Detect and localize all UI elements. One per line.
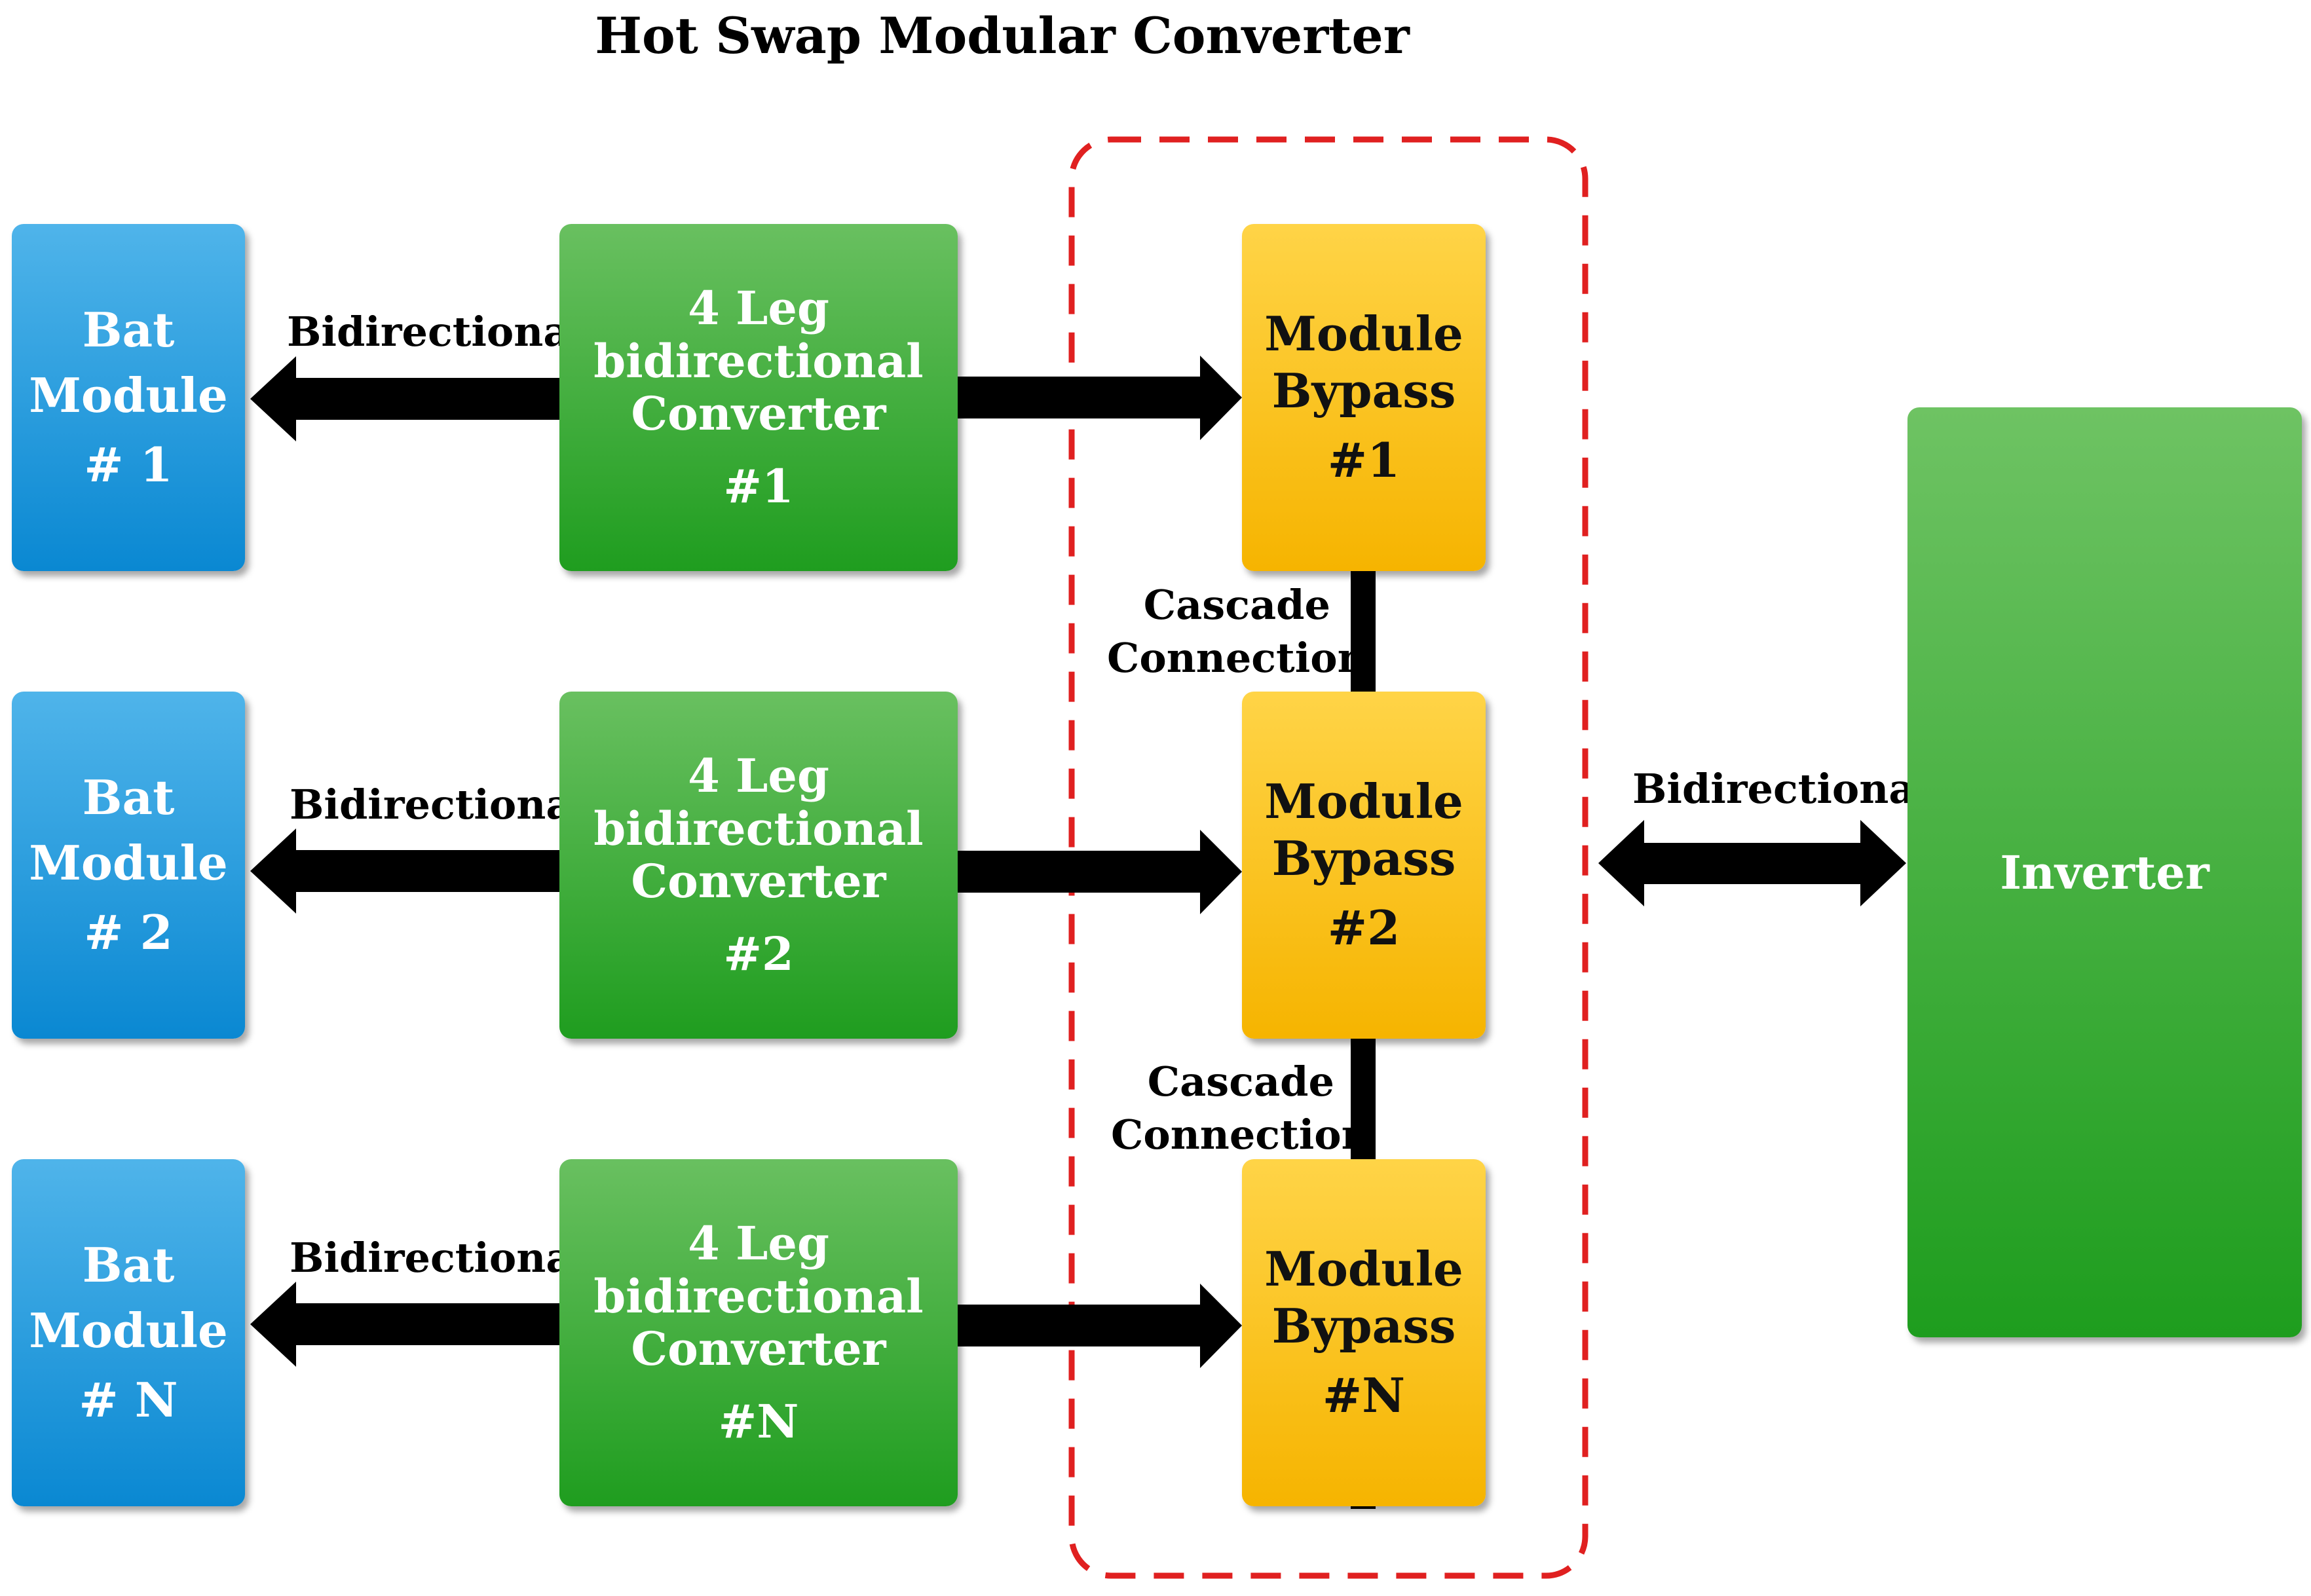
- inverter-label: Inverter: [2000, 845, 2209, 900]
- arrow-converter-to-battery-n: [250, 1282, 560, 1367]
- cascade-label-line1: Cascade: [1147, 1058, 1334, 1105]
- cascade-label-line2: Connection: [1107, 633, 1367, 682]
- arrow-bypass-inverter-bidirectional: [1598, 820, 1906, 906]
- battery-module-n: Bat Module # N: [12, 1159, 245, 1506]
- cascade-connection-label-1: Cascade Connection: [1107, 579, 1367, 684]
- converter-label-line2: bidirectional: [593, 1269, 924, 1324]
- battery-module-number: # 1: [84, 437, 173, 492]
- converter-label-line1: 4 Leg: [688, 1216, 829, 1271]
- battery-module-label-line1: Bat: [82, 302, 175, 358]
- converter-block-n: 4 Leg bidirectional Converter #N: [559, 1159, 958, 1506]
- bypass-number: #N: [1322, 1367, 1406, 1424]
- bypass-label-line1: Module: [1264, 306, 1463, 362]
- converter-label-line3: Converter: [631, 854, 886, 908]
- converter-block-1: 4 Leg bidirectional Converter #1: [559, 224, 958, 571]
- battery-module-label-line2: Module: [29, 367, 228, 423]
- bypass-label-line2: Bypass: [1271, 362, 1456, 418]
- battery-module-label-line2: Module: [29, 835, 228, 891]
- converter-label-line2: bidirectional: [593, 333, 924, 388]
- battery-module-1: Bat Module # 1: [12, 224, 245, 571]
- cascade-line-2-3: [1351, 1038, 1376, 1162]
- converter-block-2: 4 Leg bidirectional Converter #2: [559, 692, 958, 1039]
- battery-module-2: Bat Module # 2: [12, 692, 245, 1039]
- cascade-connection-label-2: Cascade Connection: [1111, 1056, 1371, 1161]
- bypass-group-boundary: [1068, 136, 1588, 1579]
- bypass-label-line1: Module: [1264, 1241, 1463, 1297]
- arrow-label-bidirectional-1: Bidirectional: [287, 308, 586, 356]
- arrow-label-bidirectional-2: Bidirectional: [290, 781, 588, 828]
- bypass-number: #1: [1327, 432, 1400, 489]
- battery-module-number: # N: [79, 1372, 178, 1428]
- converter-label-line1: 4 Leg: [688, 749, 829, 803]
- arrow-converter-to-battery-2: [250, 828, 560, 914]
- arrow-converter-to-battery-1: [250, 356, 560, 441]
- converter-label-line2: bidirectional: [593, 801, 924, 856]
- bypass-label-line2: Bypass: [1271, 1297, 1456, 1354]
- bypass-label-line1: Module: [1264, 773, 1463, 830]
- arrow-label-bidirectional-n: Bidirectional: [290, 1234, 588, 1282]
- inverter-block: Inverter: [1907, 407, 2302, 1337]
- cascade-line-1-2: [1351, 570, 1376, 694]
- battery-module-label-line2: Module: [29, 1303, 228, 1358]
- battery-module-label-line1: Bat: [82, 770, 175, 825]
- converter-number: #2: [723, 926, 794, 981]
- converter-label-line1: 4 Leg: [688, 281, 829, 335]
- arrow-converter-to-bypass-n: [958, 1284, 1242, 1368]
- battery-module-number: # 2: [84, 904, 173, 960]
- module-bypass-block-n: Module Bypass #N: [1242, 1159, 1486, 1506]
- arrow-converter-to-bypass-1: [958, 356, 1242, 440]
- converter-label-line3: Converter: [631, 1322, 886, 1376]
- module-bypass-block-2: Module Bypass #2: [1242, 692, 1486, 1039]
- converter-number: #N: [718, 1394, 799, 1449]
- diagram-title: Hot Swap Modular Converter: [595, 7, 1410, 65]
- arrow-label-bidirectional-inverter: Bidirectional: [1632, 765, 1931, 813]
- converter-number: #1: [723, 458, 794, 513]
- bypass-label-line2: Bypass: [1271, 830, 1456, 886]
- bypass-number: #2: [1327, 900, 1400, 956]
- battery-module-label-line1: Bat: [82, 1237, 175, 1293]
- module-bypass-block-1: Module Bypass #1: [1242, 224, 1486, 571]
- cascade-label-line1: Cascade: [1143, 581, 1330, 629]
- arrow-converter-to-bypass-2: [958, 830, 1242, 914]
- cascade-label-line2: Connection: [1111, 1110, 1371, 1159]
- converter-label-line3: Converter: [631, 386, 886, 441]
